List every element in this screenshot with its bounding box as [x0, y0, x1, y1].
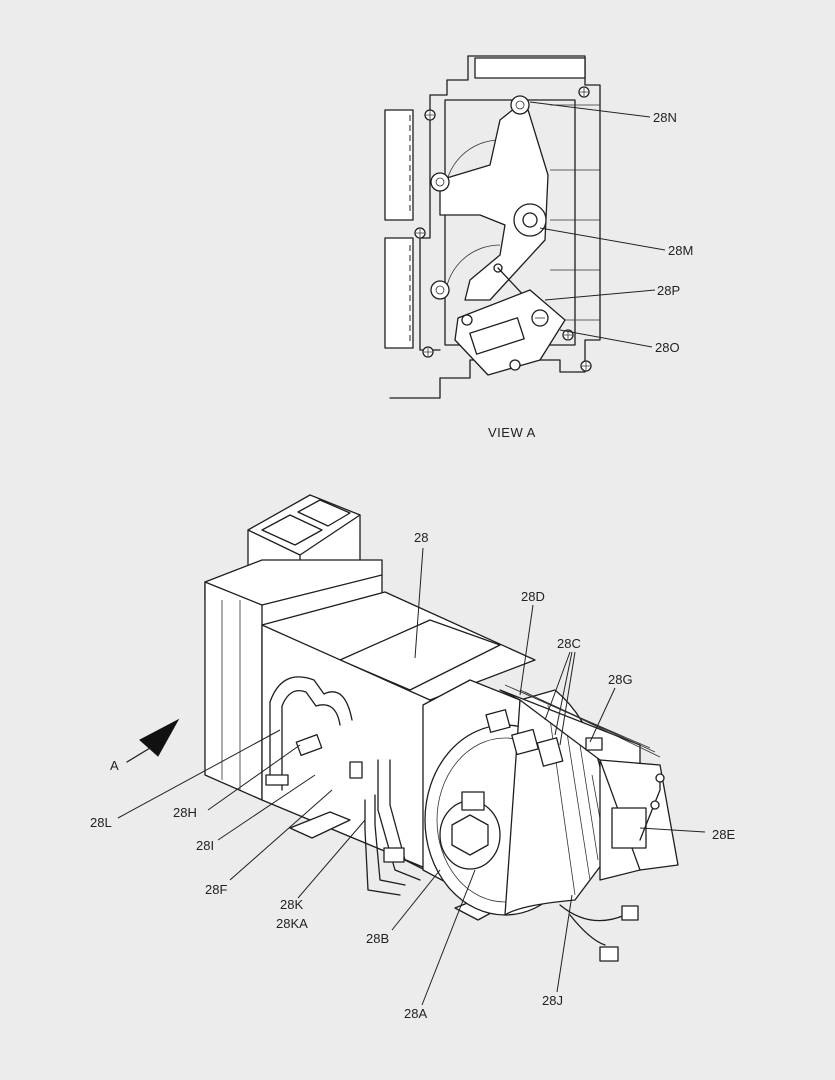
callout-28d: 28D: [521, 589, 545, 604]
callout-28ka: 28KA: [276, 916, 308, 931]
callout-28: 28: [414, 530, 429, 545]
callout-28b: 28B: [366, 931, 390, 946]
callout-28o: 28O: [655, 340, 680, 355]
callout-28k: 28K: [280, 897, 304, 912]
callout-28m: 28M: [668, 243, 694, 258]
callout-28p: 28P: [657, 283, 681, 298]
view-a-detail: [384, 55, 666, 399]
callout-28l: 28L: [90, 815, 112, 830]
callout-28c: 28C: [557, 636, 581, 651]
callout-28i: 28I: [196, 838, 215, 853]
callout-28j: 28J: [542, 993, 563, 1008]
view-a-arrow-label: A: [110, 758, 119, 773]
mounting-foot-left: [289, 811, 351, 839]
callout-28h: 28H: [173, 805, 197, 820]
screw-icons: [414, 86, 592, 372]
callout-28e: 28E: [712, 827, 736, 842]
actuator-connector: [469, 317, 525, 355]
left-flange-upper: [384, 109, 414, 221]
callout-28n: 28N: [653, 110, 677, 125]
callout-28f: 28F: [205, 882, 228, 897]
leader-lines: [117, 547, 706, 1006]
top-bracket: [474, 57, 586, 79]
callout-28g: 28G: [608, 672, 633, 687]
callout-28a: 28A: [404, 1006, 428, 1021]
left-flange-lower: [384, 237, 414, 349]
left-housing-side: [204, 581, 263, 801]
view-a-caption: VIEW A: [488, 425, 536, 440]
